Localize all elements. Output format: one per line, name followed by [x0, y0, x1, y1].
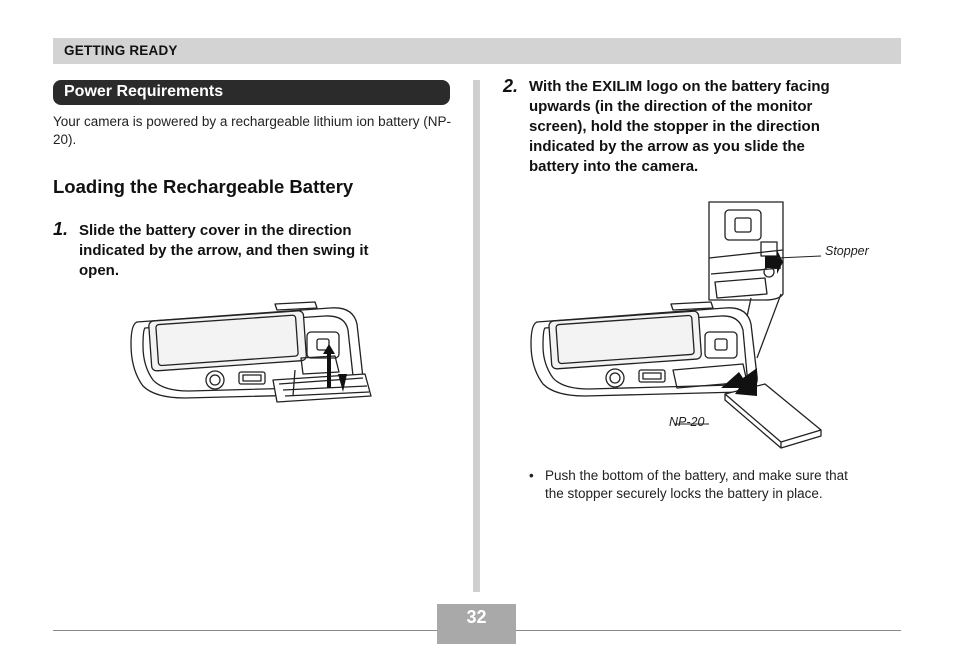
- chapter-title: GETTING READY: [64, 43, 178, 58]
- page-number-background: [437, 604, 516, 630]
- step-2-line: battery into the camera.: [529, 158, 699, 175]
- step-2-line: With the EXILIM logo on the battery faci…: [529, 78, 830, 95]
- step-2-number: 2.: [503, 76, 519, 96]
- bullet-line: Push the bottom of the battery, and make…: [545, 468, 848, 483]
- page-number-box: 32: [437, 604, 516, 644]
- step-1-line: Slide the battery cover in the direction: [79, 222, 352, 239]
- chapter-header-bar: GETTING READY: [53, 38, 901, 64]
- step-1-text: Slide the battery cover in the direction…: [79, 221, 449, 281]
- bullet-line: the stopper securely locks the battery i…: [545, 486, 823, 501]
- step-1-line: indicated by the arrow, and then swing i…: [79, 242, 369, 259]
- page-number: 32: [466, 607, 487, 627]
- step-1-number: 1.: [53, 219, 69, 239]
- bullet-marker: •: [529, 468, 534, 483]
- stopper-label: Stopper: [825, 244, 869, 258]
- section-heading-bar: Power Requirements: [53, 80, 450, 105]
- subsection-title: Loading the Rechargeable Battery: [53, 176, 354, 197]
- battery-model-label: NP-20: [669, 415, 705, 429]
- page-number-base: [437, 630, 516, 644]
- camera-insert-battery-illustration: [530, 201, 822, 449]
- step-2-text: With the EXILIM logo on the battery faci…: [529, 77, 901, 177]
- column-divider: [473, 80, 480, 592]
- step-2-line: indicated by the arrow as you slide the: [529, 138, 805, 155]
- section-title: Power Requirements: [64, 83, 224, 100]
- camera-open-cover-illustration: [130, 301, 372, 403]
- step-1-line: open.: [79, 262, 119, 279]
- bullet-note: • Push the bottom of the battery, and ma…: [529, 467, 901, 503]
- step-2-line: screen), hold the stopper in the directi…: [529, 118, 820, 135]
- step-2-line: upwards (in the direction of the monitor: [529, 98, 813, 115]
- intro-paragraph: Your camera is powered by a rechargeable…: [53, 114, 451, 147]
